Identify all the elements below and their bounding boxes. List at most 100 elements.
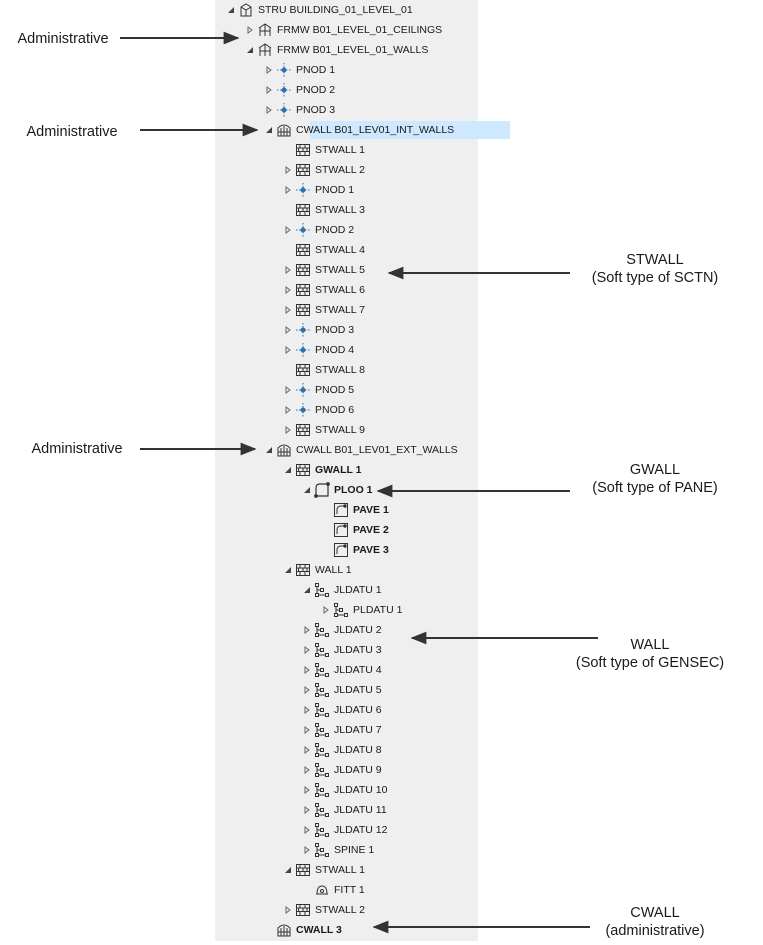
tree-node[interactable]: STWALL 4 <box>215 240 478 260</box>
tree-node[interactable]: STWALL 2 <box>215 900 478 920</box>
frmw-icon <box>257 42 273 58</box>
collapse-triangle-icon[interactable] <box>245 40 255 60</box>
jldatu-icon <box>314 682 330 698</box>
tree-node[interactable]: CWALL 3 <box>215 920 478 940</box>
tree-node[interactable]: PLOO 1 <box>215 480 478 500</box>
tree-node[interactable]: JLDATU 6 <box>215 700 478 720</box>
tree-node[interactable]: PAVE 2 <box>215 520 478 540</box>
wall-grid-icon <box>295 202 311 218</box>
collapse-triangle-icon[interactable] <box>302 480 312 500</box>
tree-node[interactable]: PNOD 4 <box>215 340 478 360</box>
collapse-triangle-icon[interactable] <box>283 560 293 580</box>
expand-triangle-icon[interactable] <box>283 340 293 360</box>
expand-triangle-icon[interactable] <box>283 160 293 180</box>
expand-triangle-icon[interactable] <box>283 320 293 340</box>
expand-triangle-icon[interactable] <box>321 600 331 620</box>
expand-triangle-icon[interactable] <box>302 780 312 800</box>
tree-node[interactable]: FRMW B01_LEVEL_01_CEILINGS <box>215 20 478 40</box>
tree-node[interactable]: STWALL 8 <box>215 360 478 380</box>
collapse-triangle-icon[interactable] <box>283 860 293 880</box>
tree-node[interactable]: PNOD 5 <box>215 380 478 400</box>
tree-node[interactable]: STWALL 7 <box>215 300 478 320</box>
expand-triangle-icon[interactable] <box>264 80 274 100</box>
tree-node[interactable]: PNOD 2 <box>215 80 478 100</box>
expand-triangle-icon[interactable] <box>302 700 312 720</box>
tree-node[interactable]: JLDATU 7 <box>215 720 478 740</box>
tree-node[interactable]: PAVE 3 <box>215 540 478 560</box>
tree-node[interactable]: JLDATU 3 <box>215 640 478 660</box>
tree-node[interactable]: STWALL 5 <box>215 260 478 280</box>
tree-node[interactable]: GWALL 1 <box>215 460 478 480</box>
expand-triangle-icon[interactable] <box>302 840 312 860</box>
tree-node[interactable]: CWALL B01_LEV01_INT_WALLS <box>215 120 510 140</box>
tree-node[interactable]: STWALL 2 <box>215 160 478 180</box>
expand-triangle-icon[interactable] <box>302 640 312 660</box>
expand-triangle-icon[interactable] <box>302 620 312 640</box>
expand-triangle-icon[interactable] <box>264 60 274 80</box>
tree-node[interactable]: JLDATU 1 <box>215 580 478 600</box>
tree-node[interactable]: JLDATU 8 <box>215 740 478 760</box>
tree-node[interactable]: PNOD 1 <box>215 180 478 200</box>
tree-node[interactable]: FRMW B01_LEVEL_01_WALLS <box>215 40 478 60</box>
collapse-triangle-icon[interactable] <box>226 0 236 20</box>
tree-node[interactable]: JLDATU 4 <box>215 660 478 680</box>
pnod-icon <box>295 182 311 198</box>
tree-node[interactable]: STRU BUILDING_01_LEVEL_01 <box>215 0 478 20</box>
collapse-triangle-icon[interactable] <box>264 440 274 460</box>
expand-triangle-icon[interactable] <box>302 800 312 820</box>
expand-triangle-icon[interactable] <box>283 900 293 920</box>
tree-node[interactable]: CWALL B01_LEV01_EXT_WALLS <box>215 440 478 460</box>
expand-triangle-icon[interactable] <box>302 760 312 780</box>
tree-node[interactable]: JLDATU 12 <box>215 820 478 840</box>
tree-node[interactable]: JLDATU 9 <box>215 760 478 780</box>
tree-node[interactable]: JLDATU 10 <box>215 780 478 800</box>
tree-node[interactable]: STWALL 3 <box>215 200 478 220</box>
tree-node[interactable]: JLDATU 5 <box>215 680 478 700</box>
tree-node[interactable]: PNOD 3 <box>215 320 478 340</box>
tree-node[interactable]: PNOD 2 <box>215 220 478 240</box>
tree-node[interactable]: STWALL 6 <box>215 280 478 300</box>
expand-triangle-icon[interactable] <box>283 180 293 200</box>
expand-triangle-icon[interactable] <box>264 100 274 120</box>
expand-triangle-icon[interactable] <box>302 720 312 740</box>
tree-node[interactable]: PAVE 1 <box>215 500 478 520</box>
tree-node[interactable]: PNOD 6 <box>215 400 478 420</box>
expand-triangle-icon[interactable] <box>245 20 255 40</box>
expand-triangle-icon[interactable] <box>283 420 293 440</box>
expand-triangle-icon[interactable] <box>283 220 293 240</box>
tree-node[interactable]: STWALL 1 <box>215 860 478 880</box>
expand-triangle-icon[interactable] <box>283 400 293 420</box>
jldatu-icon <box>314 722 330 738</box>
collapse-triangle-icon[interactable] <box>264 120 274 140</box>
stru-icon <box>238 2 254 18</box>
tree-node[interactable]: JLDATU 11 <box>215 800 478 820</box>
tree-node-label: PNOD 4 <box>315 344 355 356</box>
expand-triangle-icon[interactable] <box>302 680 312 700</box>
expand-triangle-icon[interactable] <box>283 300 293 320</box>
tree-node[interactable]: FITT 1 <box>215 880 478 900</box>
tree-node[interactable]: PNOD 1 <box>215 60 478 80</box>
tree-node-label: CWALL B01_LEV01_EXT_WALLS <box>296 444 458 456</box>
expand-triangle-icon[interactable] <box>283 260 293 280</box>
expand-triangle-icon[interactable] <box>302 740 312 760</box>
tree-node-label: JLDATU 1 <box>334 584 382 596</box>
tree-node-label: JLDATU 11 <box>334 804 387 816</box>
expand-triangle-icon[interactable] <box>302 660 312 680</box>
tree-node[interactable]: STWALL 1 <box>215 140 478 160</box>
collapse-triangle-icon[interactable] <box>283 460 293 480</box>
expand-triangle-icon[interactable] <box>302 820 312 840</box>
annotation-gwall-title: GWALL <box>629 462 681 478</box>
tree-node[interactable]: PLDATU 1 <box>215 600 478 620</box>
tree-node[interactable]: JLDATU 2 <box>215 620 478 640</box>
wall-grid-icon <box>295 902 311 918</box>
tree-node-label: PLOO 1 <box>334 484 373 496</box>
wall-grid-icon <box>295 862 311 878</box>
collapse-triangle-icon[interactable] <box>302 580 312 600</box>
annotation-administrative-1: Administrative <box>17 31 109 47</box>
expand-triangle-icon[interactable] <box>283 280 293 300</box>
tree-node[interactable]: STWALL 9 <box>215 420 478 440</box>
tree-node[interactable]: WALL 1 <box>215 560 478 580</box>
tree-node[interactable]: SPINE 1 <box>215 840 478 860</box>
expand-triangle-icon[interactable] <box>283 380 293 400</box>
tree-node[interactable]: PNOD 3 <box>215 100 478 120</box>
